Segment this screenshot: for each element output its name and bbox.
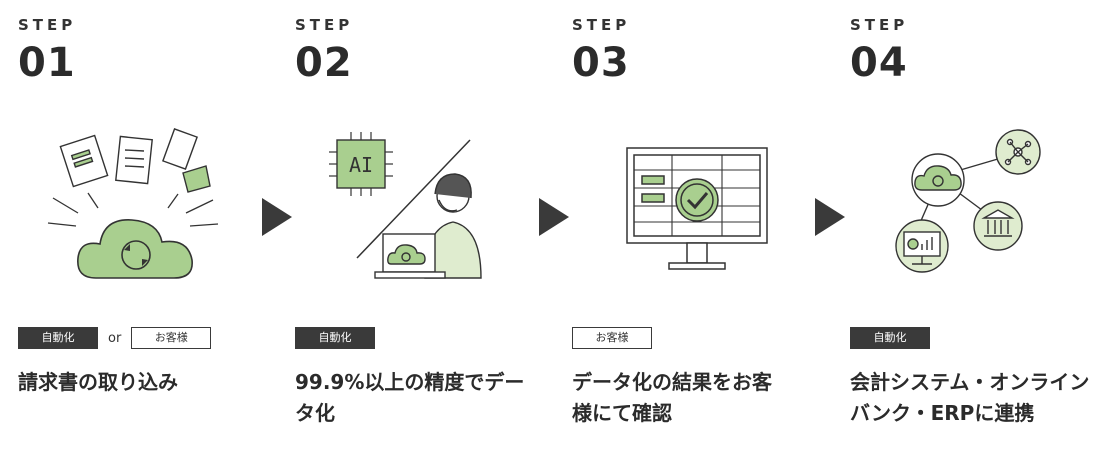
document-icon	[162, 128, 211, 193]
badge-group: 自動化 or お客様	[18, 327, 212, 349]
step-number: 03	[572, 40, 630, 86]
badge-automation: 自動化	[295, 327, 375, 349]
step-label: STEP	[18, 16, 77, 34]
ai-chip-icon: AI	[329, 132, 393, 196]
operator-icon	[424, 173, 482, 279]
monitor-check-icon	[626, 147, 768, 270]
bank-icon	[973, 201, 1023, 251]
step-03: STEP 03 お客様 データ化の結果をお客様にて確認	[572, 0, 822, 472]
step-number: 04	[850, 40, 908, 86]
step-02: STEP 02 AI 自動化 99.9%以上の精度で	[295, 0, 545, 472]
arrow-right-icon	[539, 198, 569, 236]
step-number: 02	[295, 40, 353, 86]
ai-operator-illustration: AI	[329, 132, 482, 279]
arrow-right-icon	[262, 198, 292, 236]
network-icon	[995, 129, 1041, 175]
document-icon	[59, 134, 109, 188]
step-title: 請求書の取り込み	[18, 370, 178, 394]
cloud-sync-icon	[911, 153, 965, 207]
step-number: 01	[18, 40, 76, 86]
step-title: 99.9%以上の精度でデータ化	[295, 370, 525, 425]
cloud-sync-icon	[77, 219, 193, 279]
step-label: STEP	[572, 16, 631, 34]
badge-automation: 自動化	[850, 327, 930, 349]
laptop-icon	[374, 233, 446, 279]
step-01: STEP 01 自動化 or お客様 請求書の取	[18, 0, 268, 472]
step-title: 会計システム・オンラインバンク・ERPに連携	[850, 370, 1090, 425]
invoice-upload-illustration	[47, 128, 219, 279]
or-connector: or	[108, 330, 122, 346]
badge-customer: お客様	[131, 327, 212, 349]
step-label: STEP	[850, 16, 909, 34]
ai-chip-label: AI	[349, 153, 373, 177]
review-monitor-illustration	[626, 147, 768, 270]
badge-group: 自動化	[295, 327, 375, 349]
step-label: STEP	[295, 16, 354, 34]
integration-illustration	[895, 129, 1041, 273]
rays	[47, 192, 219, 227]
arrow-right-icon	[815, 198, 845, 236]
step-04: STEP 04	[850, 0, 1100, 472]
badge-group: お客様	[572, 327, 652, 349]
dashboard-icon	[895, 219, 949, 273]
badge-automation: 自動化	[18, 327, 98, 349]
document-icon	[115, 135, 153, 185]
badge-customer: お客様	[572, 327, 652, 349]
step-title: データ化の結果をお客様にて確認	[572, 370, 772, 425]
badge-group: 自動化	[850, 327, 930, 349]
